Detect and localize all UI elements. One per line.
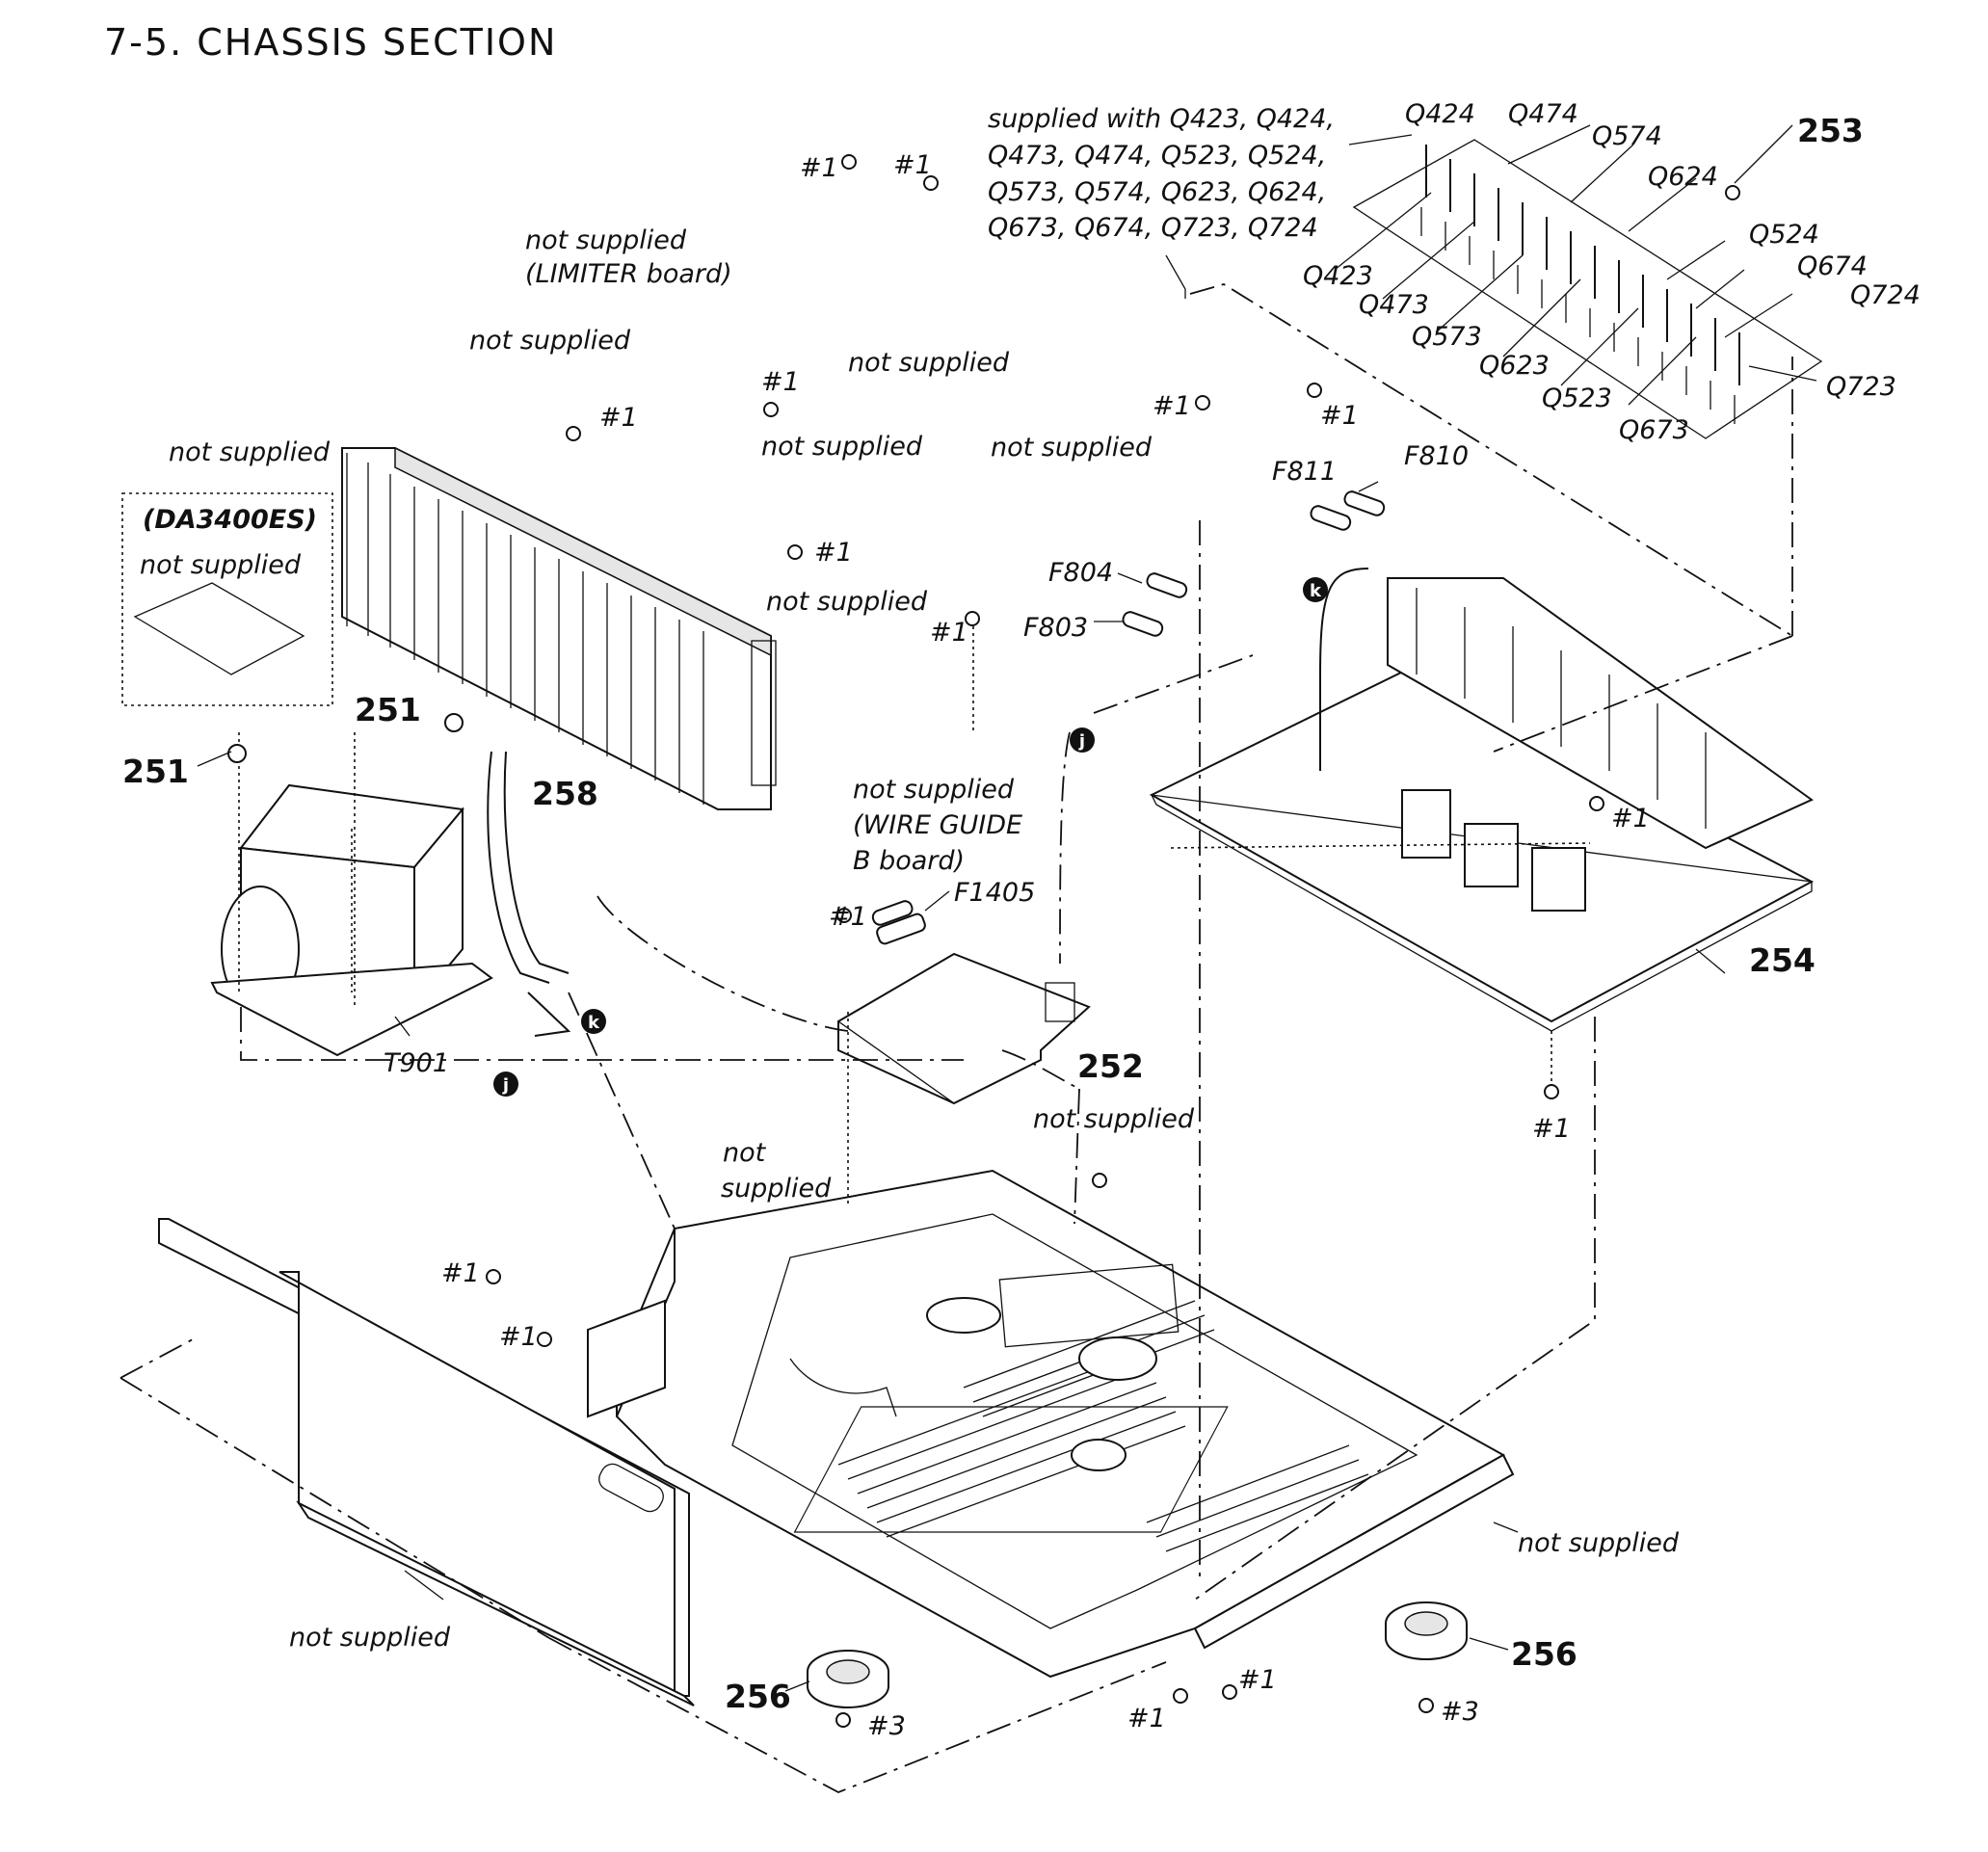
label-q423: Q423 [1303, 261, 1373, 291]
label-f804: F804 [1048, 558, 1113, 588]
leader-lines [197, 124, 1817, 1692]
part-258: 258 [532, 775, 598, 812]
not-supplied-3: not supplied [169, 437, 331, 467]
not-supplied-9: not supplied [289, 1623, 451, 1653]
not-supplied-6: not supplied [766, 587, 928, 617]
part-251-b: 251 [122, 753, 189, 790]
label-f811: F811 [1272, 457, 1337, 487]
label-q573: Q573 [1412, 322, 1482, 352]
screws [227, 154, 1740, 1728]
screw-label-3: #1 [761, 367, 800, 397]
wire-guide-line-1: (WIRE GUIDE [853, 810, 1022, 840]
screw-label-10: #1 [829, 902, 867, 932]
not-label: not [723, 1138, 767, 1168]
part-254: 254 [1749, 941, 1816, 979]
label-q674: Q674 [1797, 251, 1868, 281]
screw-label-1: #1 [800, 153, 838, 183]
connector-marker-k-2: k [581, 1009, 606, 1034]
screw-label-12: #1 [441, 1258, 480, 1288]
screw-label-5: #1 [814, 538, 853, 568]
part-253: 253 [1797, 112, 1864, 149]
part-256-left: 256 [725, 1678, 791, 1715]
label-q623: Q623 [1479, 351, 1550, 381]
wire-harness-258 [487, 751, 571, 1037]
label-q524: Q524 [1749, 220, 1819, 250]
not-supplied-wire-guide: not supplied [853, 775, 1015, 805]
svg-text:k: k [588, 1013, 600, 1033]
screw-label-13: #1 [499, 1322, 538, 1352]
screw-label-8: #1 [1320, 401, 1359, 431]
floor-vent-slots [837, 1300, 1369, 1552]
label-q723: Q723 [1826, 372, 1896, 402]
label-q523: Q523 [1542, 384, 1612, 413]
svg-text:j: j [1078, 731, 1085, 752]
label-f810: F810 [1404, 441, 1469, 471]
not-supplied-2: not supplied [848, 348, 1010, 378]
screw-label-2: #1 [893, 150, 932, 180]
screw-label-6: #1 [930, 618, 968, 648]
da3400es-box [121, 492, 333, 706]
screw-label-9: #1 [1611, 804, 1650, 833]
screw-label-7: #1 [1153, 391, 1191, 421]
label-f1405: F1405 [954, 878, 1035, 908]
connector-marker-k-1: k [1303, 577, 1328, 602]
label-f803: F803 [1023, 613, 1088, 643]
supplied-with-line-2: Q473, Q474, Q523, Q524, [988, 141, 1326, 171]
not-supplied-limiter: not supplied [525, 225, 687, 255]
label-q424: Q424 [1405, 99, 1475, 129]
svg-text:k: k [1310, 581, 1322, 601]
label-q724: Q724 [1850, 280, 1921, 310]
part-256-right: 256 [1511, 1635, 1577, 1673]
sub-bracket-252 [837, 913, 1091, 1105]
screw-label-14: #1 [1127, 1704, 1166, 1733]
screw-label-4: #1 [599, 403, 638, 433]
part-251-a: 251 [355, 691, 421, 728]
connector-marker-j-1: j [1070, 728, 1095, 753]
not-supplied-1: not supplied [469, 326, 631, 356]
label-q624: Q624 [1648, 162, 1718, 192]
supplied-with-line-4: Q673, Q674, Q723, Q724 [988, 213, 1318, 243]
annotation-labels: supplied with Q423, Q424, Q473, Q474, Q5… [140, 99, 1921, 1741]
not-supplied-8: not supplied [1518, 1528, 1680, 1558]
fuses [871, 490, 1386, 926]
main-board-254 [1149, 568, 1815, 1032]
label-q673: Q673 [1619, 415, 1689, 445]
transformer-t901 [210, 732, 493, 1057]
wire-guide-line-2: B board) [853, 846, 965, 876]
not-supplied-da3400es: not supplied [140, 550, 302, 580]
supplied-with-line-3: Q573, Q574, Q623, Q624, [988, 177, 1326, 207]
screw-label-16: #3 [867, 1711, 906, 1741]
heat-sink [341, 446, 777, 810]
not-supplied-7: not supplied [1033, 1104, 1195, 1134]
transistor-row [1352, 139, 1823, 439]
screw-label-17: #3 [1441, 1697, 1479, 1727]
foot-256-left [807, 1650, 889, 1708]
supplied-label: supplied [721, 1174, 832, 1204]
label-q473: Q473 [1359, 290, 1429, 320]
part-t901: T901 [384, 1048, 449, 1078]
label-q574: Q574 [1592, 121, 1662, 151]
screw-label-11: #1 [1532, 1114, 1571, 1144]
not-supplied-5: not supplied [991, 433, 1153, 463]
connector-marker-j-2: j [493, 1072, 518, 1097]
page-title: 7-5. CHASSIS SECTION [104, 21, 558, 64]
part-numbers: 251 251 258 253 254 252 256 256 T901 [122, 112, 1864, 1715]
da3400es-label: (DA3400ES) [143, 505, 317, 535]
limiter-board-label: (LIMITER board) [525, 259, 732, 289]
foot-256-right [1385, 1601, 1468, 1660]
not-supplied-4: not supplied [761, 432, 923, 462]
svg-text:j: j [502, 1075, 509, 1096]
supplied-with-line-1: supplied with Q423, Q424, [988, 104, 1335, 134]
part-252: 252 [1077, 1047, 1144, 1085]
label-q474: Q474 [1508, 99, 1578, 129]
chassis-frame [119, 1169, 1515, 1793]
screw-label-15: #1 [1238, 1665, 1277, 1695]
